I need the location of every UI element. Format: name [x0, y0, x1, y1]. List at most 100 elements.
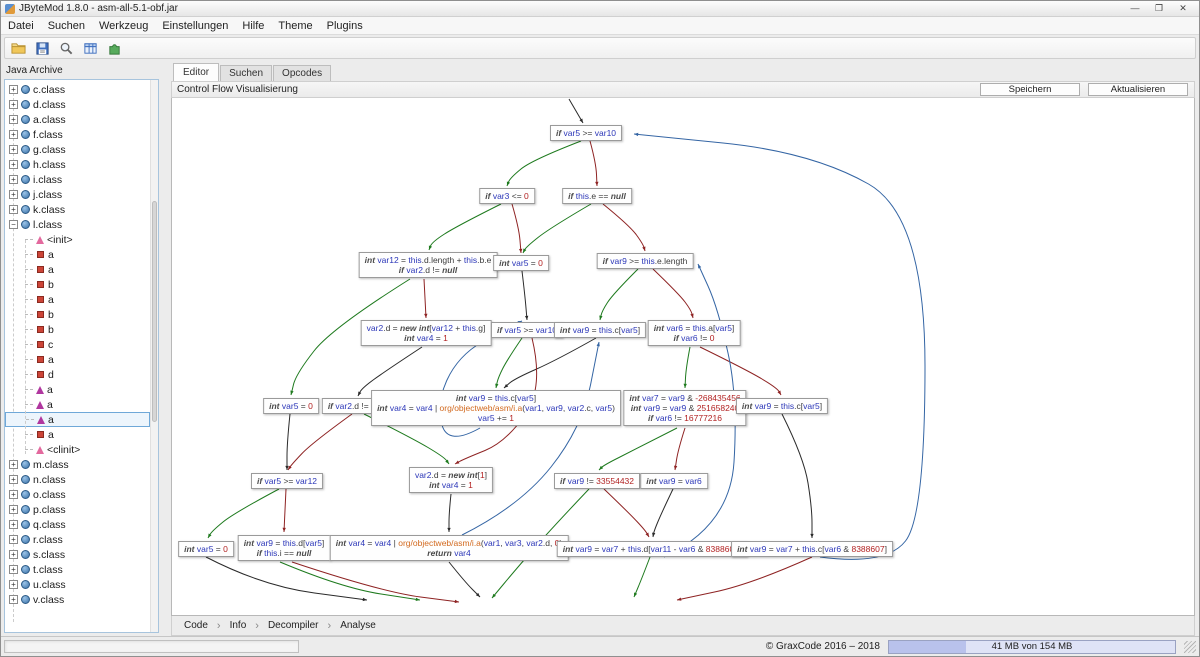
minimize-button[interactable]: — — [1130, 3, 1140, 13]
expander-icon[interactable]: + — [9, 175, 18, 184]
tree-item-fclass[interactable]: +f.class — [5, 127, 150, 142]
menu-plugins[interactable]: Plugins — [326, 19, 363, 32]
menu-werkzeug[interactable]: Werkzeug — [99, 19, 149, 32]
tree-item-a[interactable]: a — [5, 352, 150, 367]
cfg-node-n3[interactable]: if this.e == null — [562, 188, 632, 204]
tree-item-dclass[interactable]: +d.class — [5, 97, 150, 112]
close-button[interactable]: ✕ — [1179, 3, 1187, 13]
tree-item-tclass[interactable]: +t.class — [5, 562, 150, 577]
tree-item-a[interactable]: a — [5, 412, 150, 427]
tree-item-vclass[interactable]: +v.class — [5, 592, 150, 607]
tree-item-b[interactable]: b — [5, 307, 150, 322]
tree-item-a[interactable]: a — [5, 292, 150, 307]
cfg-node-n19[interactable]: int var9 = var6 — [640, 473, 708, 489]
cfg-node-n20[interactable]: int var5 = 0 — [178, 541, 234, 557]
tree-item-sclass[interactable]: +s.class — [5, 547, 150, 562]
tree-item-c[interactable]: c — [5, 337, 150, 352]
cfg-node-n24[interactable]: int var9 = var7 + this.c[var6 & 8388607] — [731, 541, 893, 557]
expander-icon[interactable]: + — [9, 520, 18, 529]
cfg-node-n10[interactable]: int var6 = this.a[var5]if var6 != 0 — [647, 320, 741, 346]
expander-icon[interactable]: + — [9, 565, 18, 574]
expander-icon[interactable]: + — [9, 100, 18, 109]
tree-item-uclass[interactable]: +u.class — [5, 577, 150, 592]
tree-item-kclass[interactable]: +k.class — [5, 202, 150, 217]
tree-item-a[interactable]: a — [5, 382, 150, 397]
sidebar-scrollbar[interactable] — [150, 80, 158, 632]
expander-icon[interactable]: + — [9, 160, 18, 169]
tree-item-a[interactable]: a — [5, 247, 150, 262]
tree-item-a[interactable]: a — [5, 262, 150, 277]
cfg-node-n18[interactable]: if var9 != 33554432 — [553, 473, 641, 489]
cfg-node-n21[interactable]: int var9 = this.d[var5]if this.i == null — [237, 535, 331, 561]
table-icon[interactable] — [81, 39, 99, 57]
splitter[interactable] — [159, 61, 171, 636]
menu-suchen[interactable]: Suchen — [47, 19, 85, 32]
tree-item-a[interactable]: a — [5, 427, 150, 442]
maximize-button[interactable]: ❐ — [1154, 3, 1164, 13]
menu-hilfe[interactable]: Hilfe — [242, 19, 265, 32]
tab-opcodes[interactable]: Opcodes — [273, 65, 332, 81]
cfg-node-n1[interactable]: if var5 >= var10 — [549, 125, 623, 141]
expander-icon[interactable]: + — [9, 85, 18, 94]
bottom-tab-analyse[interactable]: Analyse — [340, 620, 376, 631]
expander-icon[interactable]: + — [9, 505, 18, 514]
tree-item-hclass[interactable]: +h.class — [5, 157, 150, 172]
tree-item-qclass[interactable]: +q.class — [5, 517, 150, 532]
cfg-node-n22[interactable]: int var4 = var4 | org/objectweb/asm/i.a(… — [329, 535, 569, 561]
tree-item-iclass[interactable]: +i.class — [5, 172, 150, 187]
cfg-node-n8[interactable]: if var5 >= var10 — [490, 322, 564, 338]
tab-suchen[interactable]: Suchen — [220, 65, 273, 81]
cfg-node-n9[interactable]: int var9 = this.c[var5] — [553, 322, 647, 338]
expander-icon[interactable]: + — [9, 550, 18, 559]
tree-item-clinit[interactable]: <clinit> — [5, 442, 150, 457]
tree-item-lclass[interactable]: −l.class — [5, 217, 150, 232]
tree-item-aclass[interactable]: +a.class — [5, 112, 150, 127]
resize-grip[interactable] — [1184, 640, 1196, 653]
bottom-tab-code[interactable]: Code — [184, 620, 208, 631]
tree-item-rclass[interactable]: +r.class — [5, 532, 150, 547]
tree-item-b[interactable]: b — [5, 277, 150, 292]
cfg-node-n16[interactable]: if var5 >= var12 — [250, 473, 324, 489]
expander-icon[interactable]: + — [9, 115, 18, 124]
tree-item-pclass[interactable]: +p.class — [5, 502, 150, 517]
speichern-button[interactable]: Speichern — [980, 83, 1080, 96]
tree-item-b[interactable]: b — [5, 322, 150, 337]
tree-item-d[interactable]: d — [5, 367, 150, 382]
tree-item-jclass[interactable]: +j.class — [5, 187, 150, 202]
cfg-node-n11[interactable]: int var5 = 0 — [263, 398, 319, 414]
expander-icon[interactable]: + — [9, 460, 18, 469]
cfg-node-n15[interactable]: int var9 = this.c[var5] — [735, 398, 829, 414]
expander-icon[interactable]: + — [9, 190, 18, 199]
cfg-node-n23[interactable]: int var9 = var7 + this.d[var11 - var6 & … — [556, 541, 748, 557]
control-flow-graph[interactable]: if var5 >= var10 if var3 <= 0 if this.e ==… — [171, 98, 1195, 616]
expander-icon[interactable]: + — [9, 535, 18, 544]
cfg-node-n5[interactable]: int var5 = 0 — [493, 255, 549, 271]
expander-icon[interactable]: + — [9, 580, 18, 589]
expander-icon[interactable]: + — [9, 205, 18, 214]
bottom-tab-decompiler[interactable]: Decompiler — [267, 620, 319, 631]
menu-einstellungen[interactable]: Einstellungen — [162, 19, 229, 32]
bottom-tab-info[interactable]: Info — [229, 620, 247, 631]
expander-icon[interactable]: − — [9, 220, 18, 229]
expander-icon[interactable]: + — [9, 490, 18, 499]
open-folder-icon[interactable] — [9, 39, 27, 57]
tree-item-oclass[interactable]: +o.class — [5, 487, 150, 502]
menu-datei[interactable]: Datei — [8, 19, 34, 32]
menu-theme[interactable]: Theme — [278, 19, 313, 32]
expander-icon[interactable]: + — [9, 145, 18, 154]
tree-item-a[interactable]: a — [5, 397, 150, 412]
tree-item-init[interactable]: <init> — [5, 232, 150, 247]
expander-icon[interactable]: + — [9, 595, 18, 604]
expander-icon[interactable]: + — [9, 130, 18, 139]
cfg-node-n2[interactable]: if var3 <= 0 — [479, 188, 535, 204]
cfg-node-n6[interactable]: if var9 >= this.e.length — [596, 253, 694, 269]
plugins-icon[interactable] — [105, 39, 123, 57]
aktualisieren-button[interactable]: Aktualisieren — [1088, 83, 1188, 96]
tree-item-gclass[interactable]: +g.class — [5, 142, 150, 157]
tree-item-nclass[interactable]: +n.class — [5, 472, 150, 487]
tab-editor[interactable]: Editor — [173, 63, 220, 81]
cfg-node-n17[interactable]: var2.d = new int[1]int var4 = 1 — [408, 467, 494, 493]
cfg-node-n7[interactable]: var2.d = new int[var12 + this.g]int var4… — [360, 320, 492, 346]
